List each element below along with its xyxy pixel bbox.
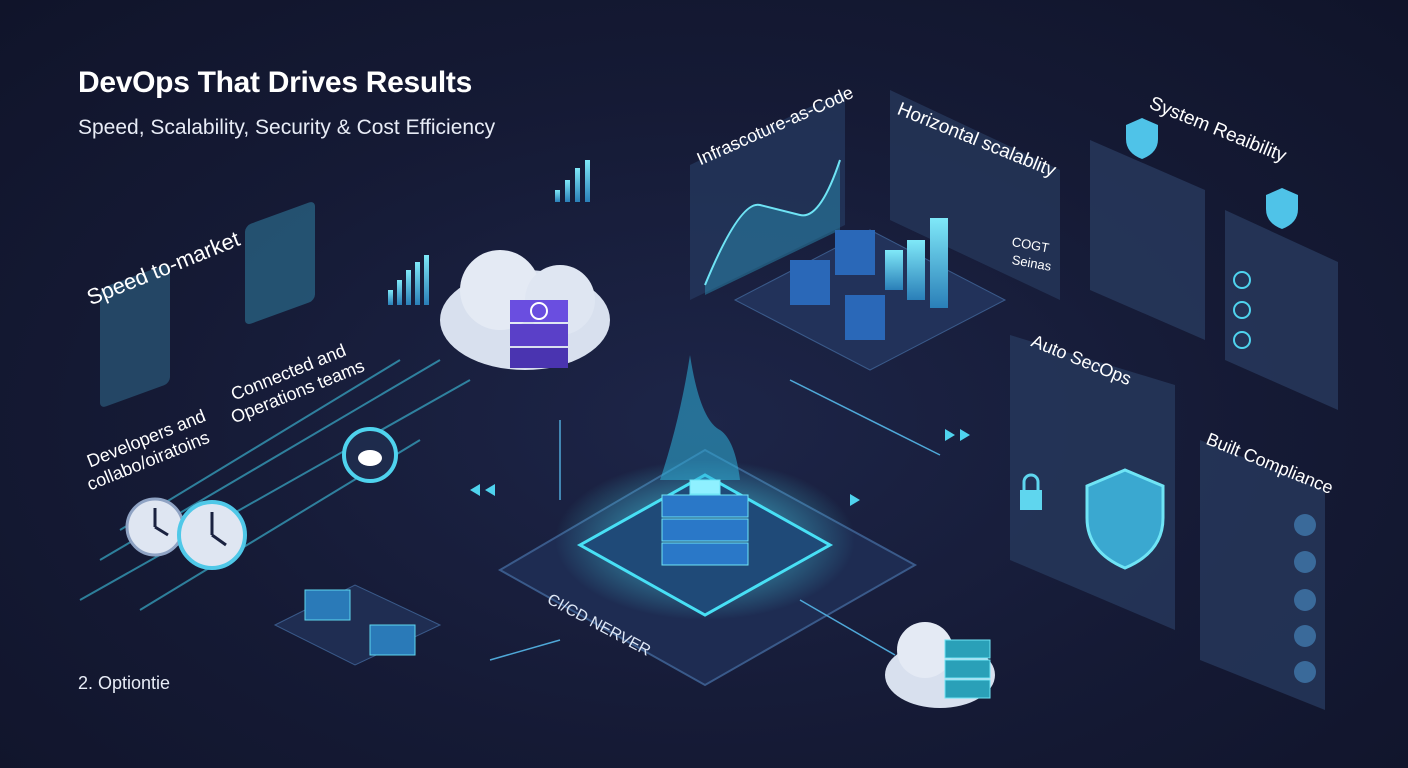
server-stack-icon [661, 479, 749, 566]
reliability-panel-1 [1090, 140, 1205, 340]
connector-lines [489, 379, 941, 661]
developer-panel [100, 264, 170, 407]
scalability-panel [890, 90, 1060, 300]
line-chart-icon [690, 90, 845, 300]
shield-icon [1085, 468, 1165, 570]
server-stack-icon [790, 230, 885, 340]
bar-chart-icon [388, 160, 590, 305]
spike-chart [660, 355, 740, 480]
page-title: DevOps That Drives Results [78, 66, 473, 99]
clock-icon [125, 497, 185, 557]
check-icon [1294, 514, 1316, 683]
lock-icon [1020, 473, 1042, 510]
arrow-icon [470, 429, 970, 506]
shield-icon [1266, 188, 1298, 229]
cloud-icon [342, 427, 398, 483]
reliability-panel-2 [1225, 210, 1338, 410]
page-subtitle: Speed, Scalability, Security & Cost Effi… [78, 116, 496, 139]
clock-icon [177, 500, 247, 570]
check-icon [1233, 271, 1251, 349]
footer-label: 2. Optiontie [78, 673, 171, 693]
bar-chart-icon [885, 218, 948, 308]
server-stack-icon [304, 589, 416, 656]
operations-panel [245, 202, 315, 325]
shield-icon [1126, 118, 1158, 159]
compliance-panel [1200, 440, 1325, 710]
server-stack-icon [944, 639, 991, 699]
server-stack-icon [510, 300, 568, 368]
